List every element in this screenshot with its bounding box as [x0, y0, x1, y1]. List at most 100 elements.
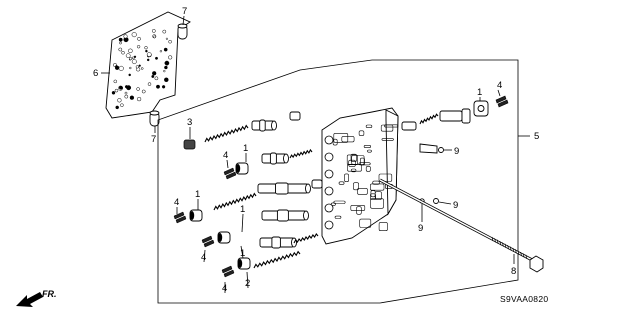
callout-1-bottom: 1 — [240, 248, 245, 259]
plate-hole — [131, 56, 135, 60]
body-channel — [378, 222, 388, 231]
callout-7-bottom: 7 — [151, 134, 156, 145]
spool-row-3 — [257, 182, 311, 195]
plate-hole — [168, 39, 172, 44]
callout-7-top: 7 — [182, 6, 187, 17]
body-channel — [353, 182, 359, 191]
body-channel — [380, 124, 394, 132]
callout-3: 3 — [187, 117, 192, 128]
body-channel — [341, 136, 355, 143]
check-ball-upper — [419, 143, 444, 154]
plate-hole — [137, 36, 141, 41]
plate-hole — [145, 49, 148, 53]
body-channel — [346, 154, 358, 165]
valve-bore — [324, 135, 334, 145]
right-sleeve — [473, 100, 489, 117]
plate-hole — [165, 37, 168, 40]
dowel-pin-bottom — [149, 110, 160, 127]
plate-hole — [147, 82, 152, 86]
plate-hole — [120, 103, 124, 107]
dowel-pin-top — [177, 23, 188, 40]
separator-plate — [105, 11, 191, 119]
plate-hole — [123, 34, 128, 39]
plate-hole — [119, 41, 122, 45]
spool-row-1 — [251, 119, 277, 132]
valve-bore — [324, 169, 334, 179]
plate-hole — [163, 69, 166, 73]
plate-hole — [121, 50, 125, 55]
callout-1-mid: 1 — [195, 189, 200, 200]
callout-1-low: 1 — [240, 204, 245, 215]
check-ball-middle — [433, 198, 439, 204]
plate-hole — [118, 85, 123, 90]
plate-hole — [128, 73, 131, 77]
sleeve-row-2 — [235, 162, 249, 175]
body-channel — [372, 180, 380, 185]
body-channel — [333, 133, 349, 143]
right-plug — [401, 121, 417, 131]
plate-hole — [151, 75, 155, 78]
callout-4-upper-left: 4 — [223, 150, 228, 161]
diagram-code: S9VAA0820 — [500, 294, 548, 304]
plate-hole — [154, 76, 159, 81]
plug-row-3 — [311, 179, 323, 189]
body-channel — [350, 153, 357, 162]
body-channel — [350, 205, 366, 211]
callout-9-lower: 9 — [418, 223, 423, 234]
plate-hole — [162, 29, 167, 34]
plate-hole — [114, 88, 119, 93]
body-channel — [334, 215, 342, 219]
plate-hole — [118, 47, 123, 52]
valve-cap-3 — [183, 139, 196, 150]
plate-hole — [164, 60, 170, 66]
long-bolt — [379, 178, 544, 273]
body-channel — [365, 124, 373, 129]
body-channel — [358, 162, 371, 166]
body-channel — [365, 166, 371, 172]
callout-8: 8 — [511, 266, 516, 277]
spring-row-2 — [289, 148, 313, 159]
callout-9-upper: 9 — [454, 146, 459, 157]
plate-hole — [155, 56, 158, 60]
body-channel — [333, 200, 346, 204]
plate-hole — [111, 91, 116, 95]
sleeve-row-6 — [237, 257, 251, 270]
plate-hole — [124, 85, 129, 89]
body-channel — [350, 168, 357, 173]
front-direction-label: FR. — [42, 289, 57, 299]
plate-hole — [144, 46, 148, 50]
plate-hole — [164, 77, 169, 83]
plate-hole — [136, 96, 142, 102]
body-channel — [370, 193, 376, 200]
body-channel — [370, 198, 384, 209]
spring-row-3 — [213, 192, 257, 211]
plate-hole — [131, 59, 137, 65]
plate-hole — [151, 29, 156, 33]
body-channel — [359, 218, 372, 228]
plate-hole — [168, 55, 173, 60]
plate-hole — [164, 65, 168, 70]
right-spring — [401, 113, 439, 131]
plate-hole — [113, 79, 118, 84]
body-channel — [347, 164, 362, 172]
spring-row-6 — [253, 250, 301, 269]
plate-hole — [163, 47, 168, 52]
plate-hole — [115, 65, 118, 68]
valve-bore — [324, 220, 334, 230]
body-channel — [369, 183, 385, 191]
spool-row-5 — [259, 236, 297, 249]
plate-hole — [117, 98, 122, 103]
right-spring-coil — [419, 113, 439, 125]
plate-hole — [129, 95, 135, 100]
plate-hole — [152, 71, 157, 76]
plate-hole — [128, 48, 133, 54]
plate-hole — [159, 50, 163, 53]
plate-hole — [156, 84, 160, 89]
retainer-clip-4 — [221, 265, 235, 278]
plate-hole — [133, 55, 137, 58]
plate-hole — [124, 94, 129, 99]
callout-4-right: 4 — [497, 80, 502, 91]
callout-1-right: 1 — [477, 87, 482, 98]
valve-bore — [324, 203, 334, 213]
